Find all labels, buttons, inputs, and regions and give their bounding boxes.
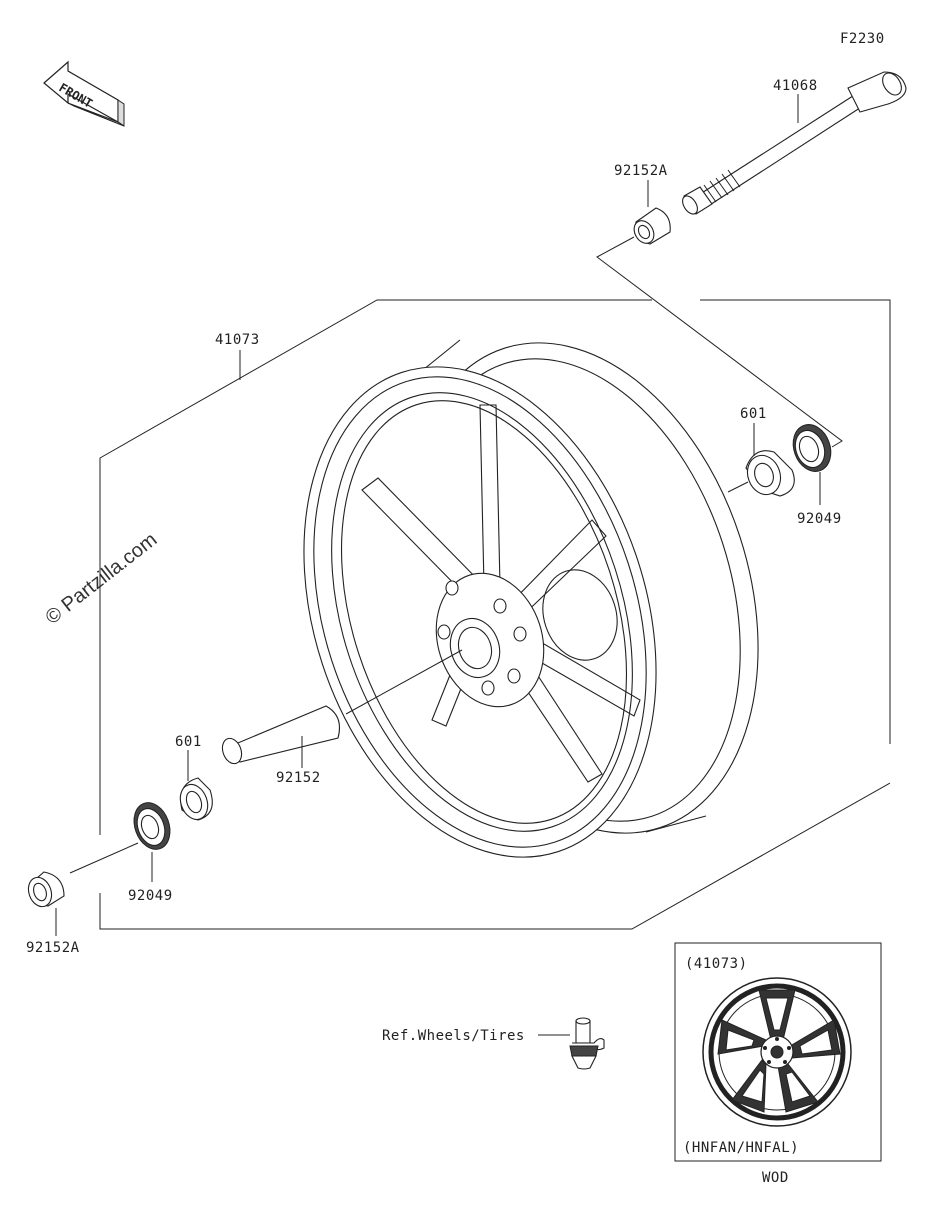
valve-part xyxy=(569,1017,605,1070)
diagram-code: F2230 xyxy=(840,31,885,47)
label-bearing-left: 601 xyxy=(175,734,202,750)
assembly-outline xyxy=(99,299,652,835)
label-spacer: 92152 xyxy=(276,770,321,786)
assembly-outline-bottom xyxy=(99,782,891,930)
label-seal-right: 92049 xyxy=(797,511,842,527)
leader-axis-left xyxy=(69,842,139,874)
inset-top-label: (41073) xyxy=(685,956,748,972)
leader-axis-center xyxy=(345,649,463,715)
seal-left-part xyxy=(133,802,171,850)
wheel-part xyxy=(303,339,759,858)
bearing-left-part xyxy=(179,777,213,821)
watermark: © Partzilla.com xyxy=(42,529,162,629)
collar-top-part xyxy=(633,207,671,245)
bearing-right-part xyxy=(745,450,795,497)
leader-axis-top xyxy=(596,236,843,448)
seal-right-part xyxy=(792,424,832,472)
label-collar-bottom: 92152A xyxy=(26,940,80,956)
collar-bottom-part xyxy=(27,871,65,908)
inset-bottom-label: (HNFAN/HNFAL) xyxy=(683,1140,799,1156)
label-axle: 41068 xyxy=(773,78,818,94)
spacer-part xyxy=(221,705,341,765)
inset-wheel-icon xyxy=(702,977,852,1127)
label-seal-left: 92049 xyxy=(128,888,173,904)
assembly-outline-right xyxy=(700,299,891,744)
front-arrow-icon: FRONT xyxy=(43,60,125,127)
label-wheel: 41073 xyxy=(215,332,260,348)
label-valve: Ref.Wheels/Tires xyxy=(382,1028,525,1044)
leader-axis-right xyxy=(727,481,749,493)
variant-inset: (41073) (HNFAN/HNFAL) xyxy=(674,942,882,1162)
label-bearing-right: 601 xyxy=(740,406,767,422)
axle-part xyxy=(682,71,907,215)
label-collar-top: 92152A xyxy=(614,163,668,179)
inset-footer: WOD xyxy=(762,1170,789,1186)
